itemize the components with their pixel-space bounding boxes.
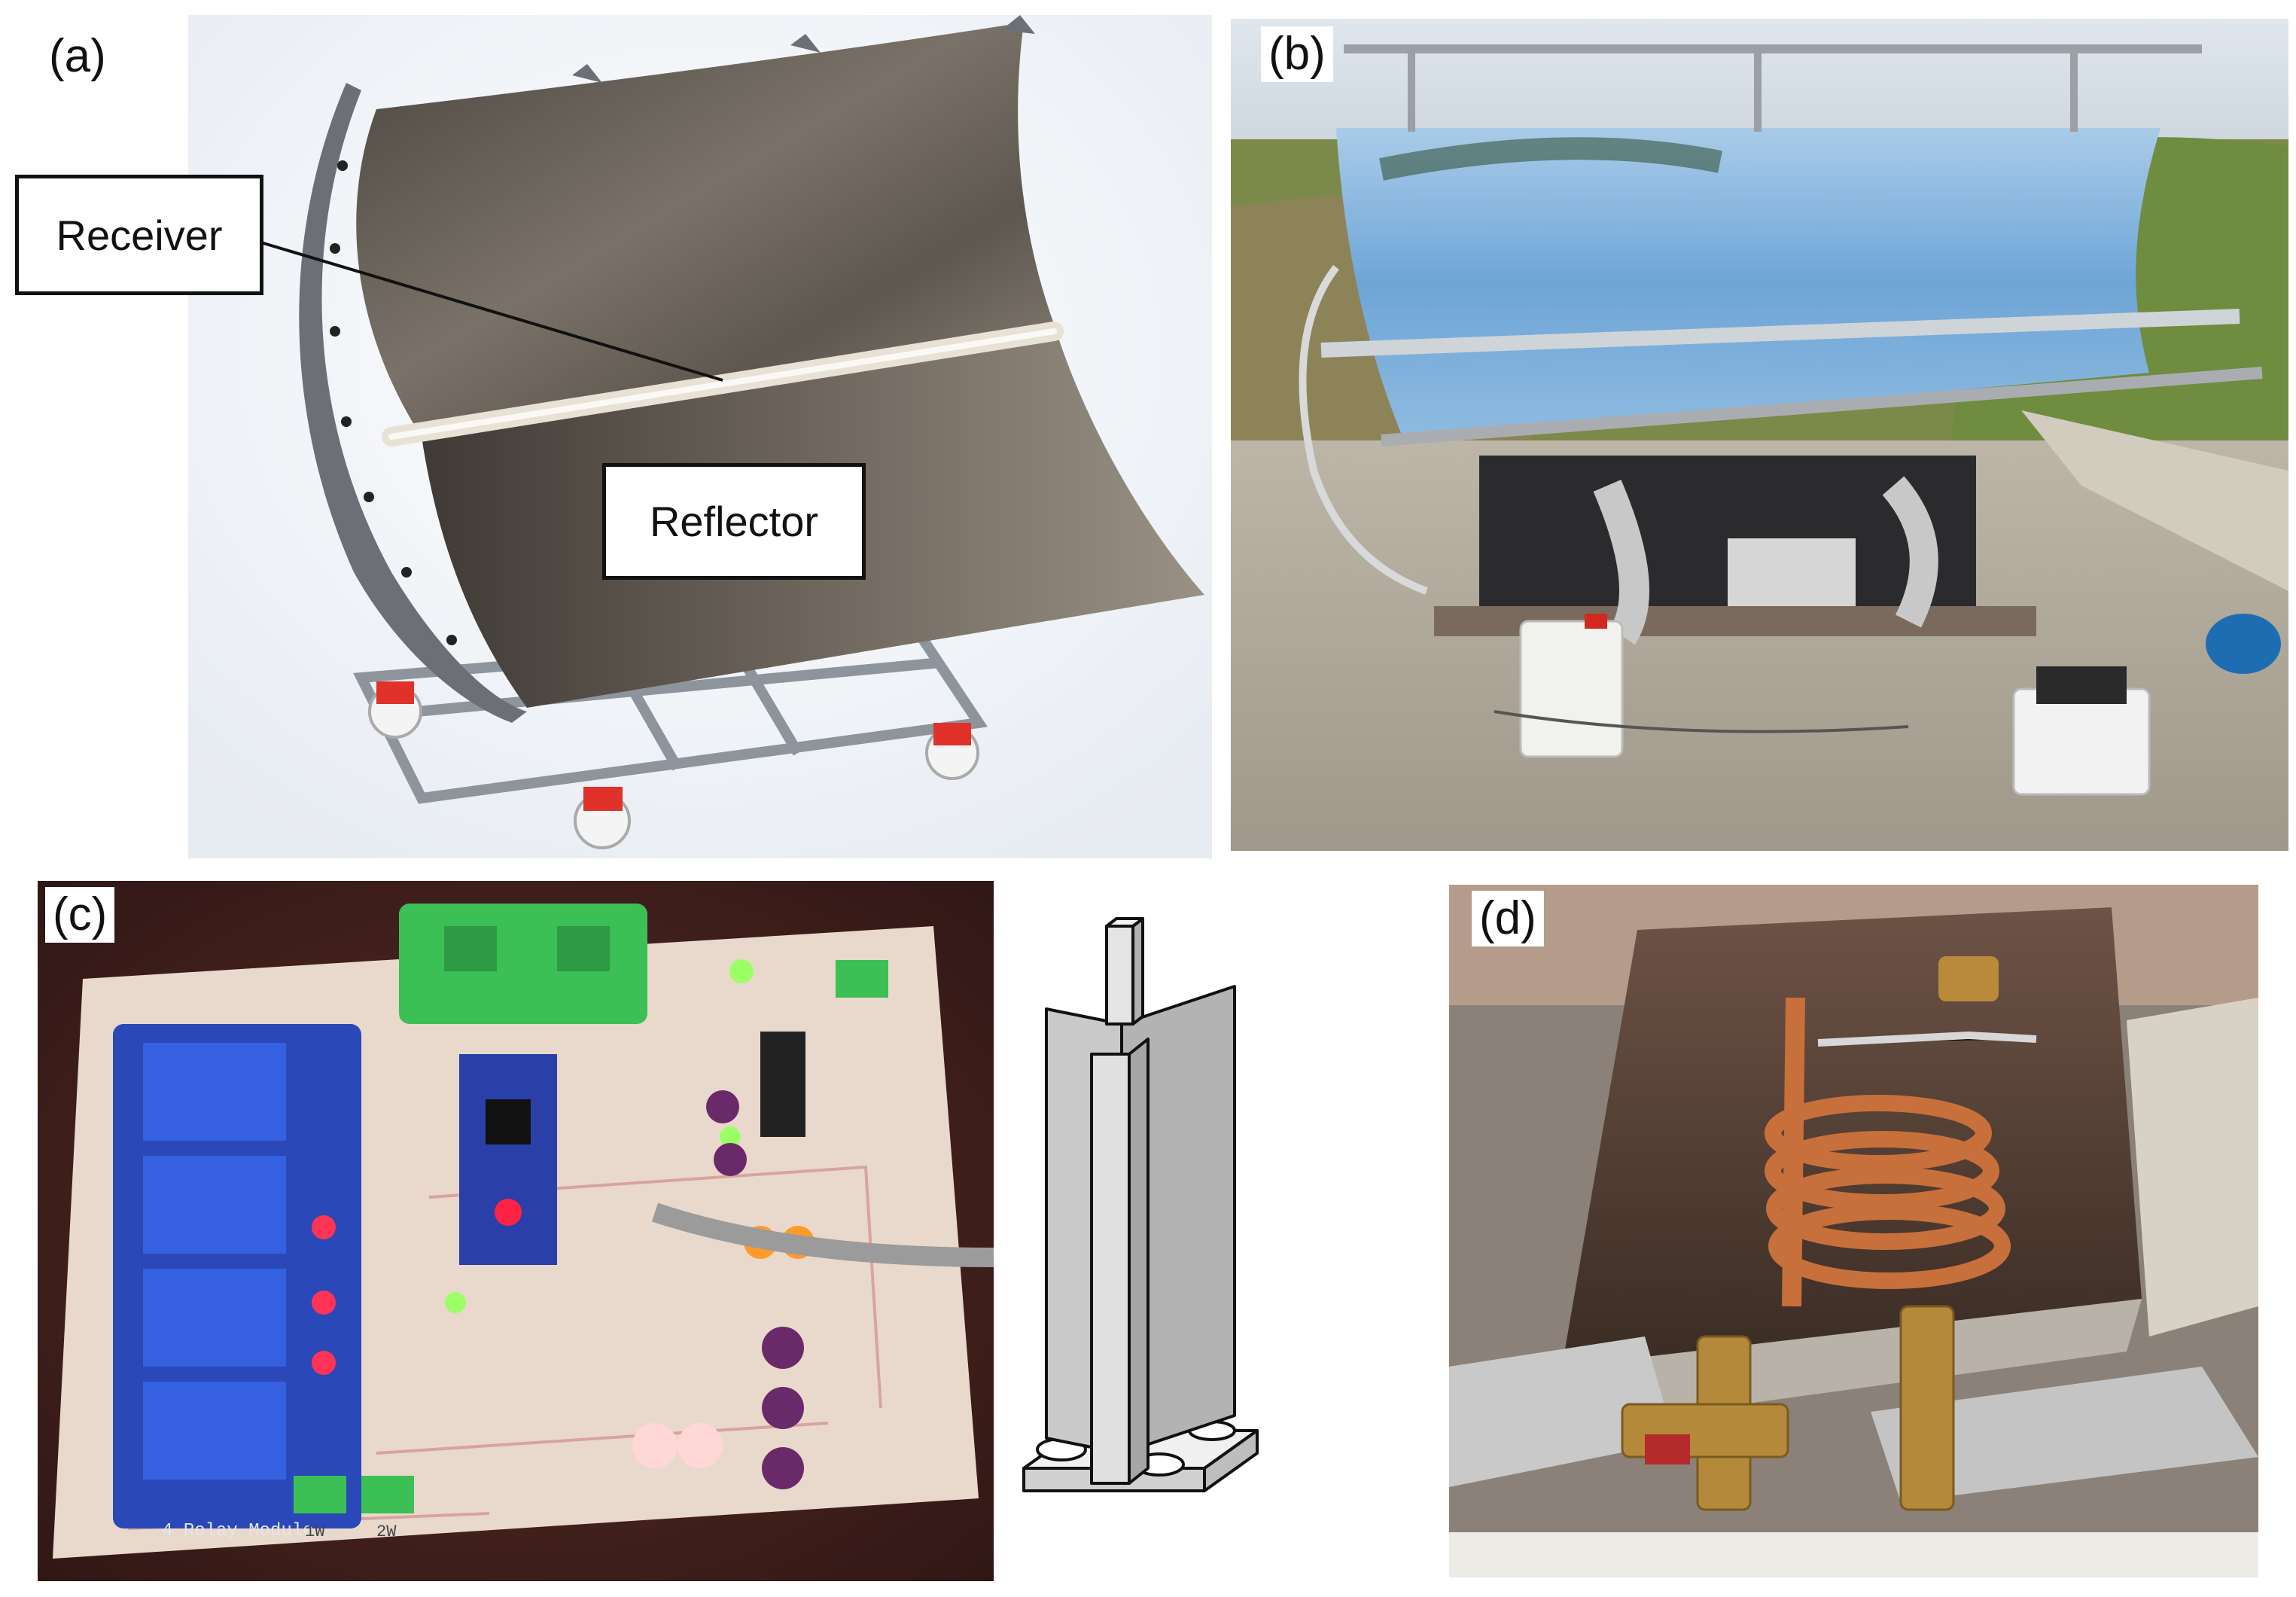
panel-b: (b)	[1231, 19, 2288, 851]
panel-a: (a) Receiver Reflector	[0, 0, 1212, 858]
side-rib	[299, 83, 527, 723]
terminal-2w-label: 2W	[376, 1522, 397, 1541]
sensor-drawing-svg	[1022, 917, 1259, 1492]
microcontroller	[459, 1054, 557, 1265]
panel-c-label: (c)	[45, 887, 115, 943]
foil-insulation	[1449, 1336, 1675, 1487]
panel-b-photo	[1231, 19, 2288, 851]
panel-d: (d)	[1449, 885, 2258, 1577]
cart-wheels	[368, 681, 979, 849]
relay-module	[113, 1024, 361, 1528]
panel-d-photo	[1449, 885, 2258, 1577]
reflector-callout: Reflector	[602, 463, 866, 580]
sensor-drawing	[1009, 911, 1280, 1513]
panel-c-photo	[38, 881, 994, 1581]
panel-b-label: (b)	[1261, 26, 1333, 82]
panel-c: (c) 4 Relay Module 1W 2W	[38, 881, 994, 1581]
terminal-1w-label: 1W	[305, 1522, 325, 1541]
copper-coil	[1765, 1095, 2011, 1289]
green-connector	[399, 904, 647, 1024]
receiver-callout: Receiver	[15, 175, 263, 295]
panel-a-illustration	[188, 15, 1212, 858]
relay-module-text: 4 Relay Module	[162, 1521, 314, 1541]
panel-d-label: (d)	[1472, 891, 1544, 946]
panel-a-label: (a)	[41, 29, 114, 84]
mirror-trough	[1336, 128, 2160, 440]
reflector-upper	[356, 23, 1054, 437]
